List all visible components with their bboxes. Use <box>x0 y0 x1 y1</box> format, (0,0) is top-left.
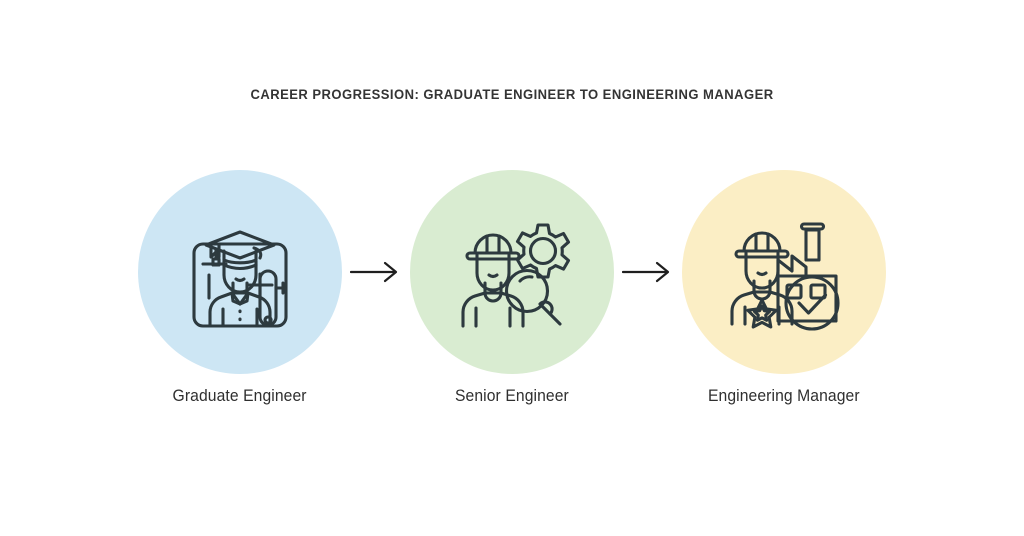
senior-engineer-icon <box>461 223 571 328</box>
star-badge-icon <box>746 298 778 329</box>
stage-senior-engineer[interactable]: Senior Engineer <box>410 170 614 406</box>
stage-circle-graduate-engineer <box>138 170 342 374</box>
stage-label-graduate-engineer: Graduate Engineer <box>172 387 308 405</box>
stage-label-senior-engineer: Senior Engineer <box>455 387 569 405</box>
stage-label-engineering-manager: Engineering Manager <box>708 387 860 405</box>
gear-icon <box>515 223 571 279</box>
arrow-right-icon <box>350 261 398 283</box>
page-title: CAREER PROGRESSION: GRADUATE ENGINEER TO… <box>250 87 774 102</box>
stage-graduate-engineer[interactable]: Graduate Engineer <box>138 170 342 406</box>
progression-flow: Graduate Engineer <box>0 170 1024 410</box>
stage-engineering-manager[interactable]: Engineering Manager <box>682 170 886 406</box>
check-circle-icon <box>784 275 840 331</box>
stage-circle-engineering-manager <box>682 170 886 374</box>
connector-arrow-1 <box>342 170 410 374</box>
magnifying-glass-icon <box>504 268 562 326</box>
graduate-engineer-icon <box>192 230 288 328</box>
stage-circle-senior-engineer <box>410 170 614 374</box>
title-container: CAREER PROGRESSION: GRADUATE ENGINEER TO… <box>0 86 1024 104</box>
arrow-right-icon <box>622 261 670 283</box>
engineering-manager-icon <box>730 222 840 331</box>
connector-arrow-2 <box>614 170 682 374</box>
